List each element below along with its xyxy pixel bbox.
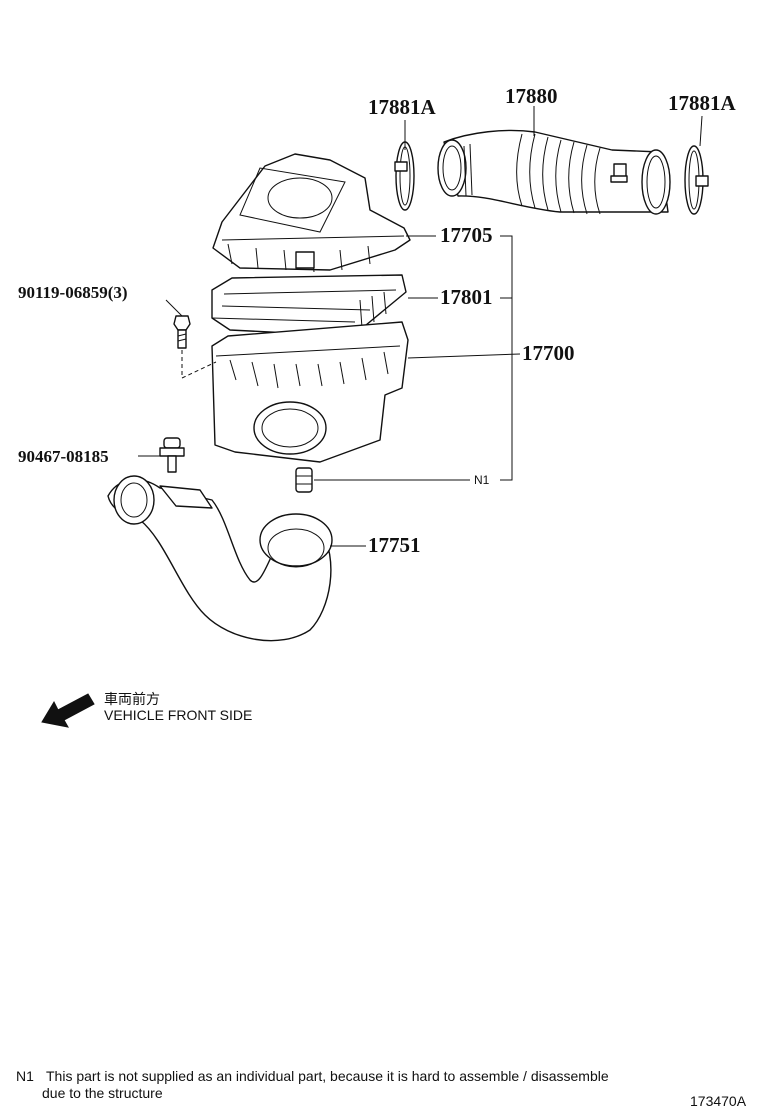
intake-hose-17880[interactable] [437, 129, 671, 215]
bolt-90467-08185[interactable] [159, 437, 185, 473]
label-17880: 17880 [505, 84, 558, 108]
label-90467-08185: 90467-08185 [18, 447, 109, 466]
direction-label-english: VEHICLE FRONT SIDE [104, 707, 253, 723]
label-N1: N1 [474, 473, 490, 487]
footnote-line-2: due to the structure [42, 1085, 163, 1101]
bolt-90119-leader [181, 350, 217, 379]
label-90119-06859: 90119-06859(3) [18, 283, 128, 302]
direction-label-japanese: 車両前方 [104, 691, 160, 707]
air-cleaner-case-17700[interactable] [211, 321, 409, 463]
bolt-90119-06859[interactable] [173, 315, 191, 349]
clamp-17881A-left[interactable] [394, 141, 415, 211]
label-17700: 17700 [522, 341, 575, 365]
label-17801: 17801 [440, 285, 493, 309]
clamp-17881A-right[interactable] [684, 145, 709, 215]
intake-duct-17751[interactable] [107, 475, 333, 642]
front-direction-arrow-icon [41, 693, 95, 728]
footnote-marker: N1 [16, 1068, 34, 1084]
label-17881A-left: 17881A [368, 95, 437, 119]
grommet-N1[interactable] [295, 467, 313, 493]
leader-lines [138, 106, 703, 547]
label-17751: 17751 [368, 533, 421, 557]
label-17705: 17705 [440, 223, 493, 247]
diagram-code: 173470A [690, 1093, 747, 1109]
label-17881A-right: 17881A [668, 91, 737, 115]
footnote-line-1: This part is not supplied as an individu… [46, 1068, 609, 1084]
air-cleaner-cap-17705[interactable] [212, 153, 411, 273]
